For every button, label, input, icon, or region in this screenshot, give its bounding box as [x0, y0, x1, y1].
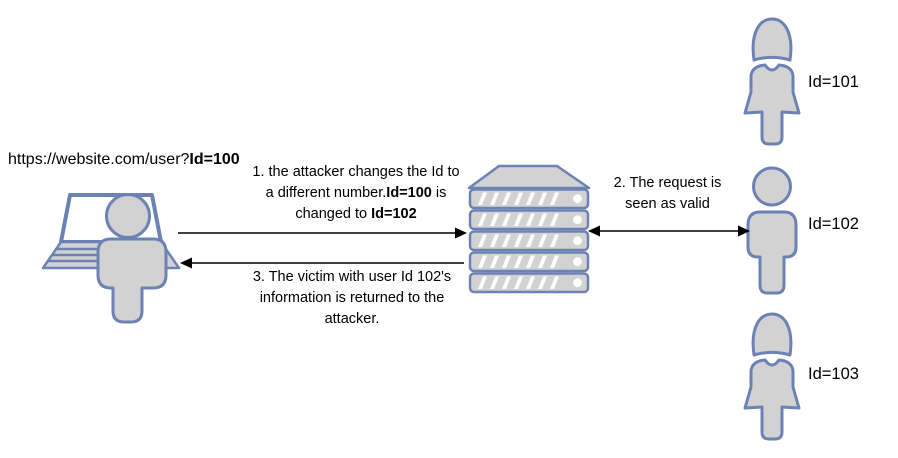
- user-102-icon: [746, 166, 798, 295]
- step1-line1: 1. the attacker changes the Id to: [252, 164, 460, 180]
- user-101-icon: [743, 17, 801, 146]
- attacker-url: https://website.com/user?Id=100: [8, 151, 240, 169]
- server-slab: [468, 209, 590, 231]
- step1-line3: changed to Id=102: [295, 206, 417, 222]
- user-103-label: Id=103: [808, 365, 859, 383]
- step2-annotation: 2. The request is seen as valid: [595, 173, 740, 215]
- arrow-response: [180, 257, 464, 269]
- user-101-label: Id=101: [808, 73, 859, 91]
- server-slab: [468, 230, 590, 252]
- user-102-label: Id=102: [808, 215, 859, 233]
- arrow-bidirectional: [588, 225, 750, 237]
- step2-line1: 2. The request is: [613, 175, 722, 191]
- step1-line2: a different number.Id=100 is: [265, 185, 447, 201]
- server-icon: [467, 164, 591, 294]
- server-slab: [468, 272, 590, 294]
- arrow-request: [178, 227, 467, 239]
- attacker-url-prefix: https://website.com/user?: [8, 151, 190, 168]
- step3-annotation: 3. The victim with user Id 102's informa…: [232, 267, 472, 330]
- user-103-icon: [743, 312, 801, 441]
- step1-annotation: 1. the attacker changes the Id to a diff…: [236, 162, 476, 225]
- attacker-laptop-icon: [41, 193, 181, 324]
- step3-line2: information is returned to the: [259, 290, 445, 306]
- step3-line3: attacker.: [324, 311, 380, 327]
- server-slab: [468, 188, 590, 210]
- server-top: [467, 164, 591, 190]
- attacker-figure: [96, 193, 168, 324]
- step3-line1: 3. The victim with user Id 102's: [252, 269, 452, 285]
- step2-line2: seen as valid: [625, 196, 710, 212]
- server-slab: [468, 251, 590, 273]
- attacker-url-id: Id=100: [189, 151, 240, 168]
